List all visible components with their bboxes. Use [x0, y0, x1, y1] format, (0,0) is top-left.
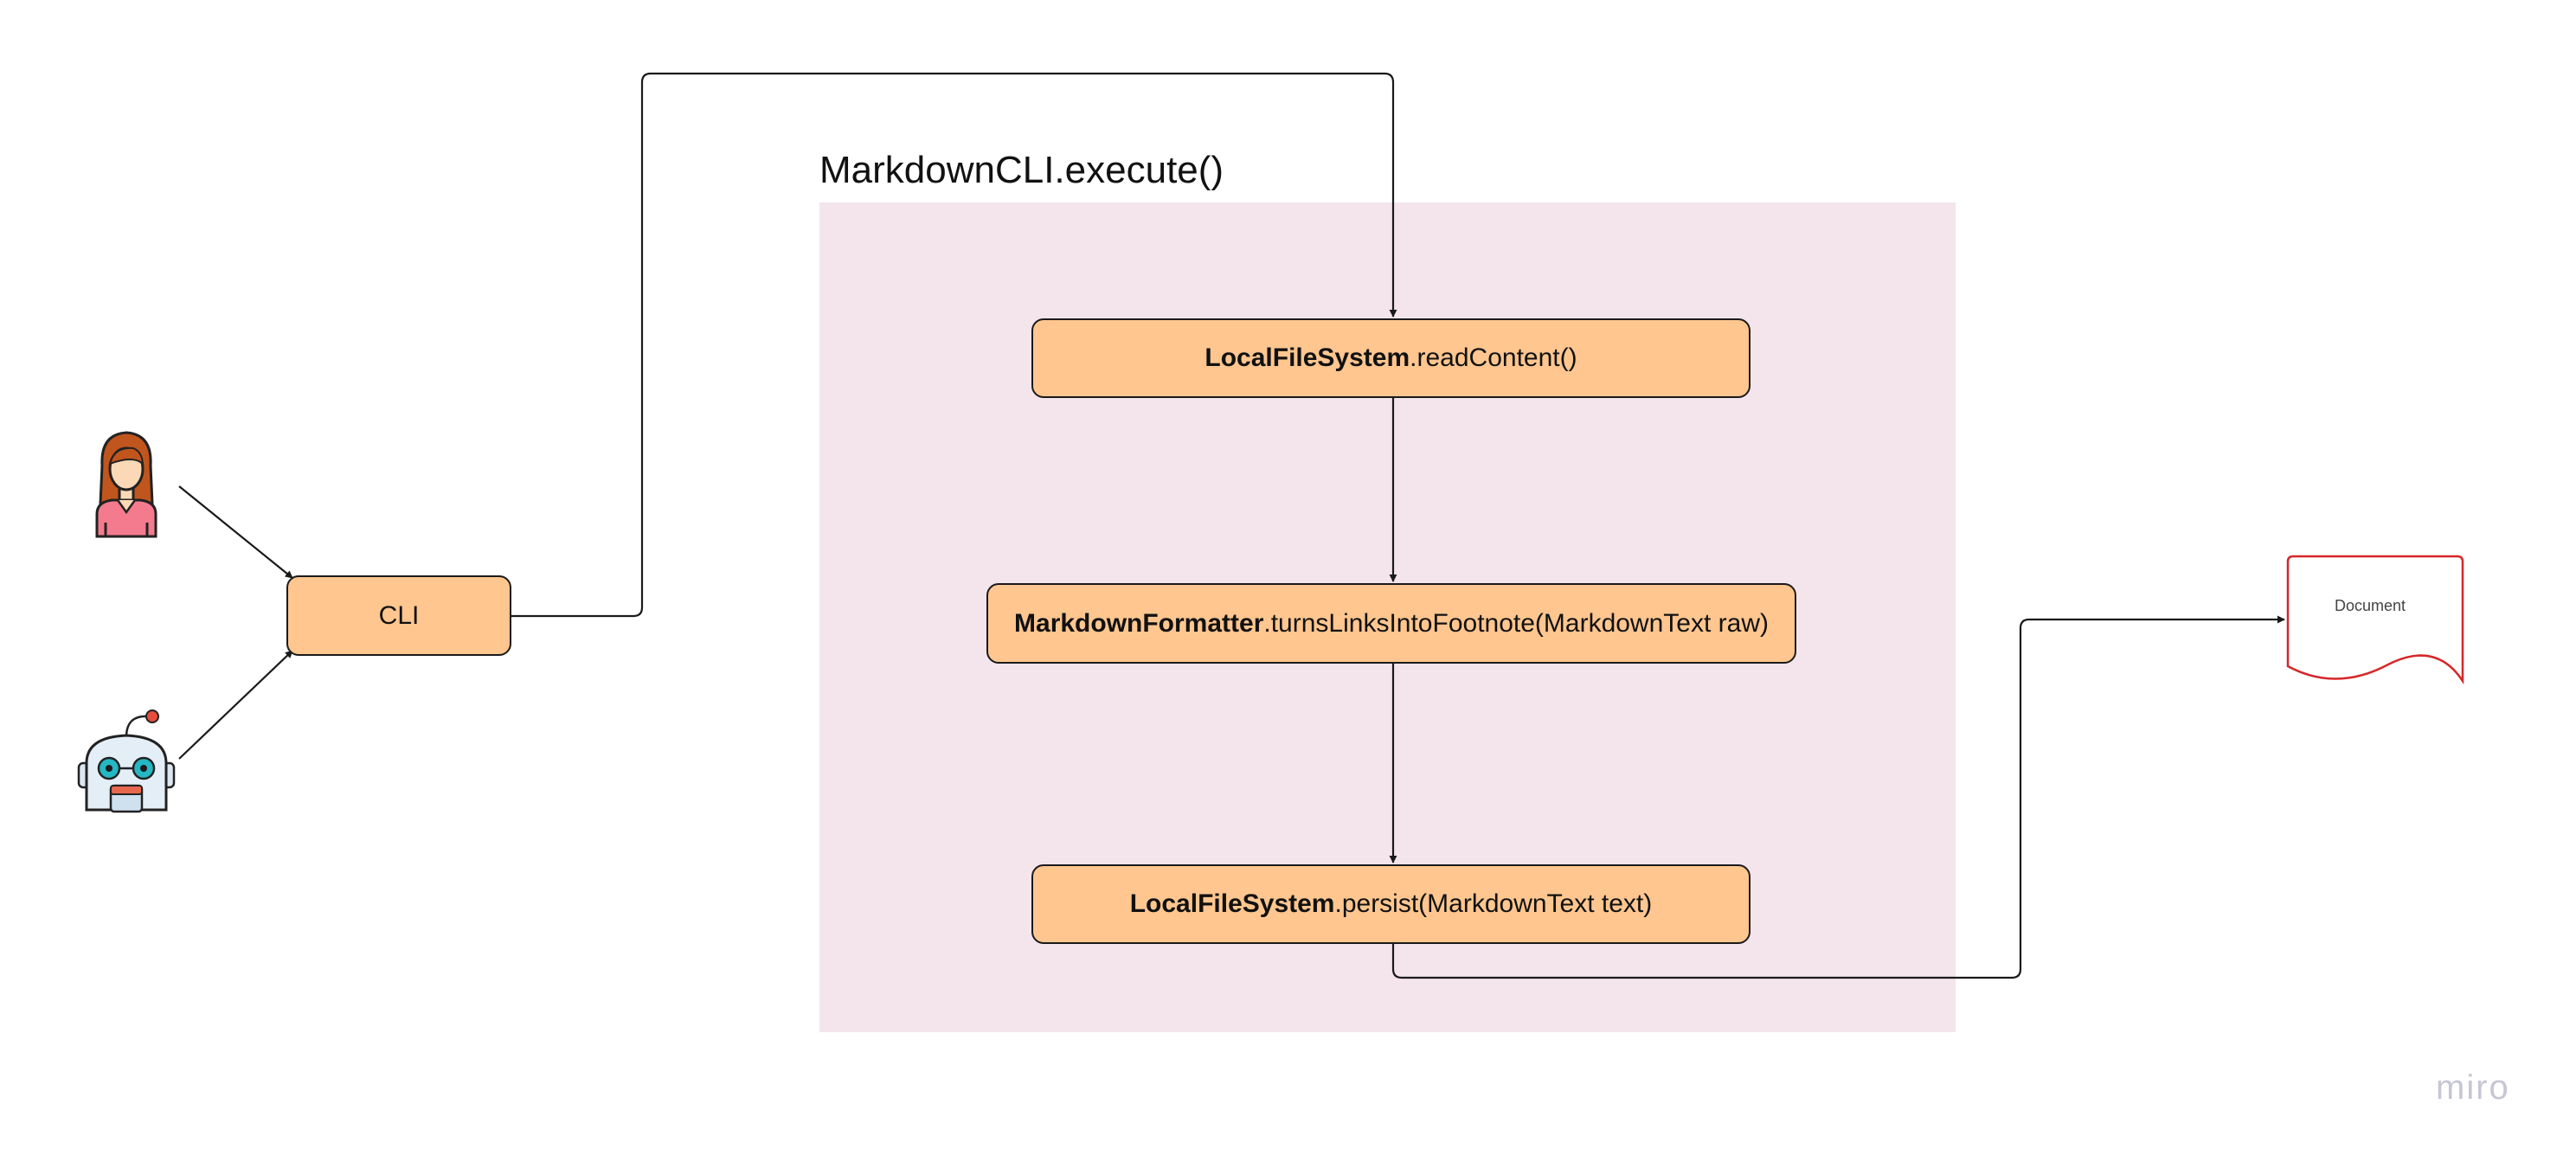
cli-label: CLI: [378, 600, 420, 630]
robot-icon: [76, 708, 177, 813]
formatter-class: MarkdownFormatter: [1014, 608, 1264, 638]
persist-method: .persist(MarkdownText text): [1334, 889, 1653, 918]
read-content-method: .readContent(): [1410, 343, 1577, 372]
woman-user-icon: [85, 429, 168, 538]
document-shape-icon: [2286, 555, 2464, 685]
read-content-node[interactable]: LocalFileSystem.readContent(): [1031, 318, 1751, 398]
persist-class: LocalFileSystem: [1129, 889, 1335, 918]
document-label: Document: [2334, 597, 2406, 614]
formatter-method: .turnsLinksIntoFootnote(MarkdownText raw…: [1263, 608, 1769, 638]
connector-bot-to-cli: [178, 650, 293, 760]
formatter-node[interactable]: MarkdownFormatter.turnsLinksIntoFootnote…: [986, 583, 1796, 664]
miro-watermark: miro: [2436, 1069, 2510, 1107]
frame-title: MarkdownCLI.execute(): [819, 149, 1224, 191]
cli-node[interactable]: CLI: [286, 575, 511, 656]
connector-user-to-cli: [178, 485, 293, 579]
connector-persist-to-document: [1391, 615, 2285, 979]
persist-node[interactable]: LocalFileSystem.persist(MarkdownText tex…: [1031, 864, 1751, 944]
connector-cli-to-readcontent: [511, 72, 1397, 618]
read-content-class: LocalFileSystem: [1204, 343, 1410, 372]
